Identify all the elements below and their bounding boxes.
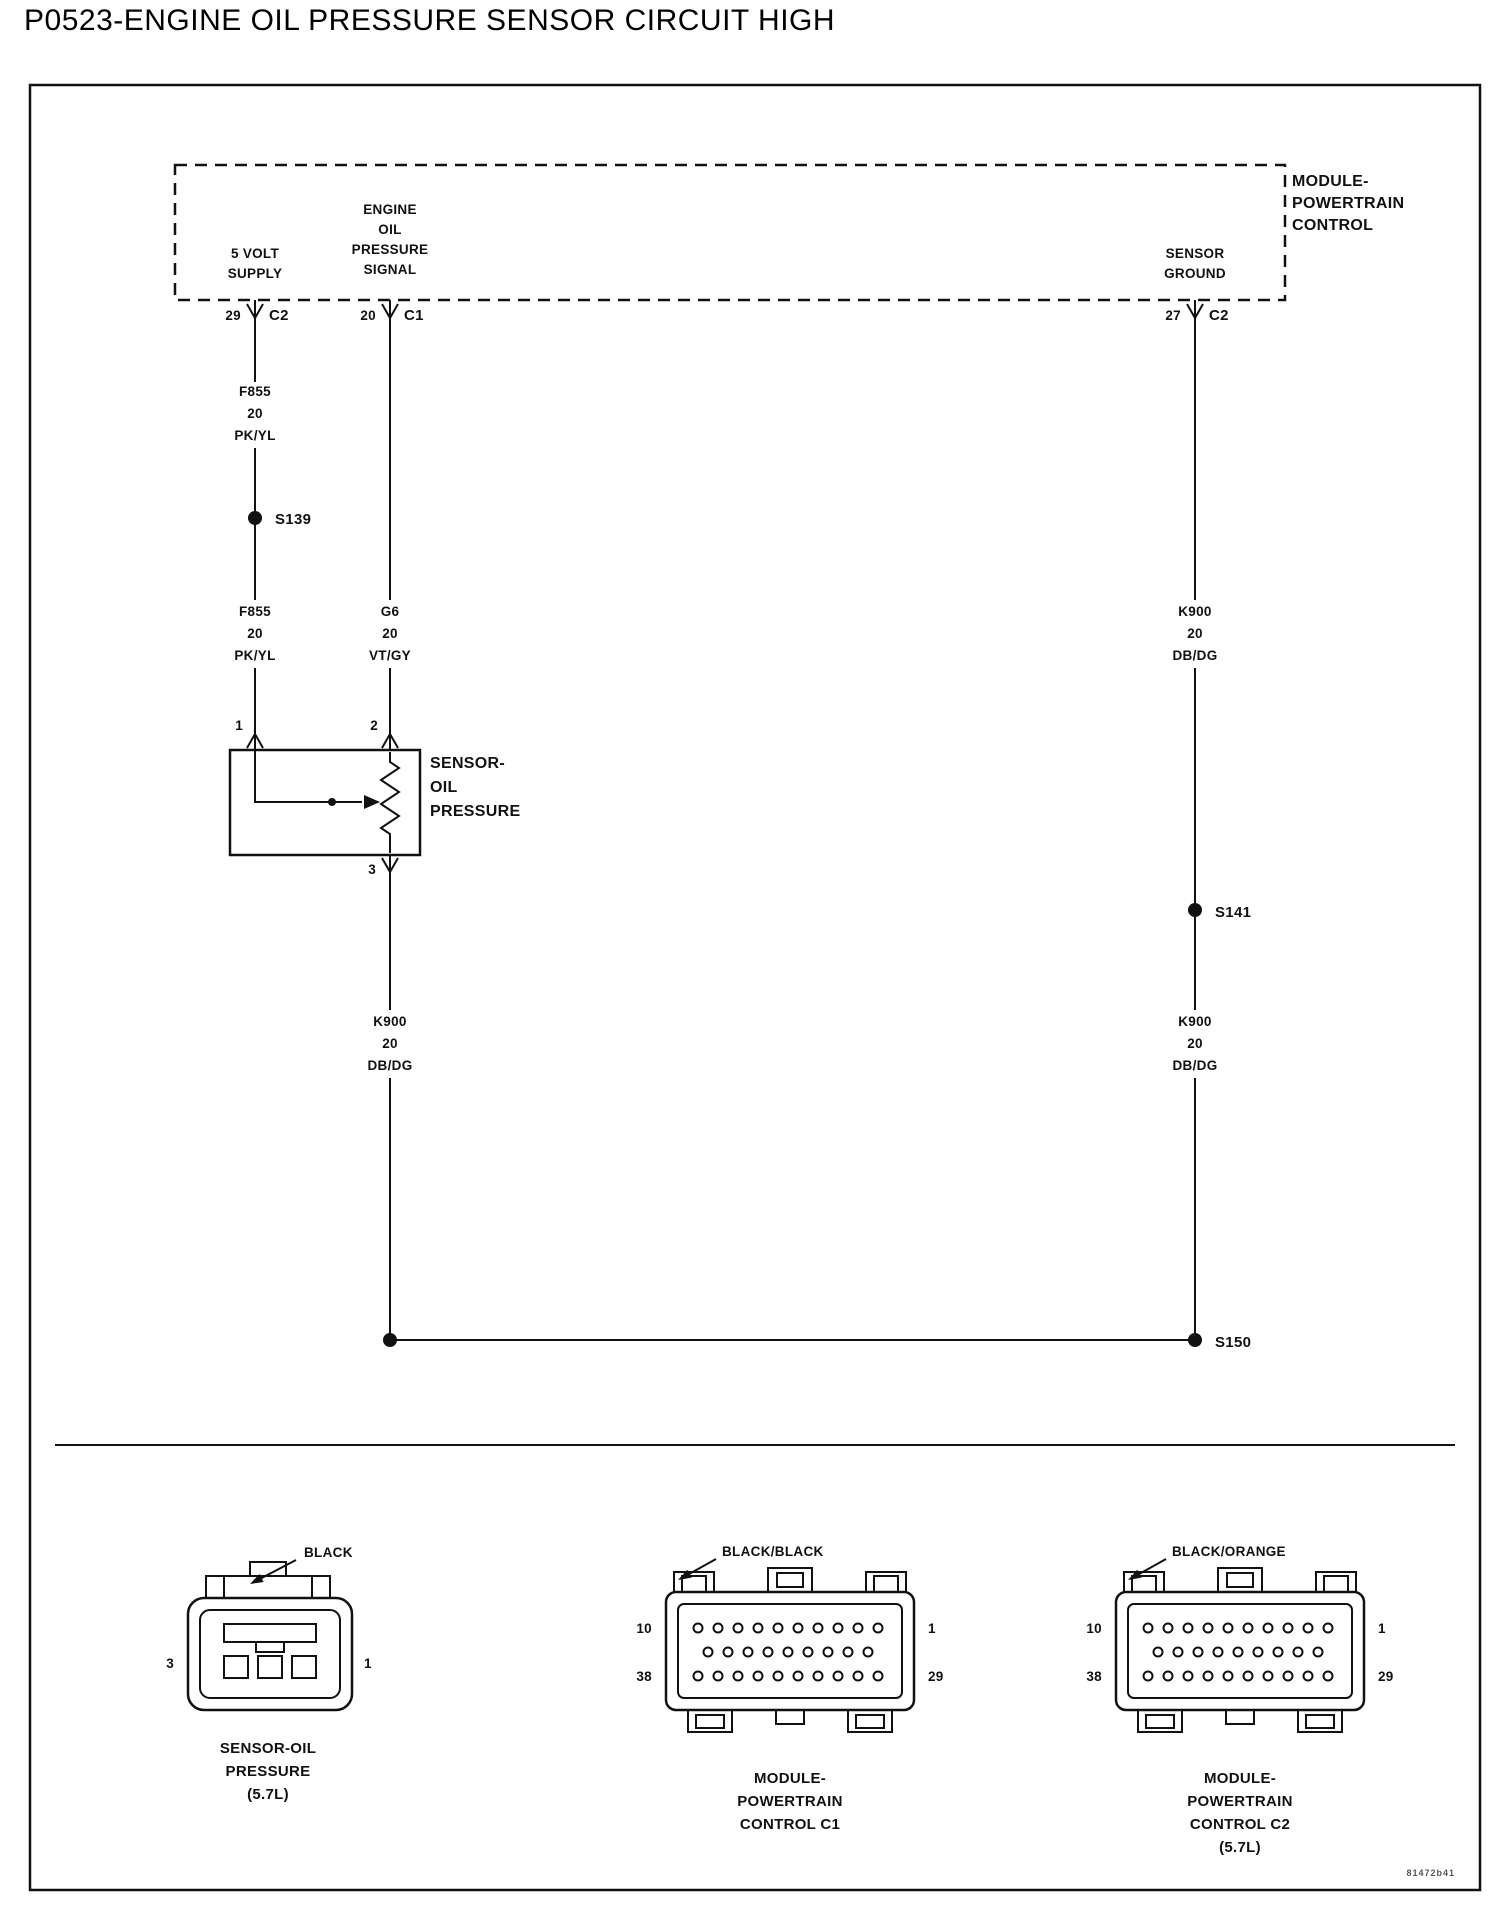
- wire-label: F855: [239, 604, 271, 619]
- wire-sensor-return: [381, 855, 1195, 1347]
- module-label-line: POWERTRAIN: [1292, 195, 1404, 212]
- leader-arrowhead: [250, 1574, 264, 1584]
- connector-caption-line: (5.7L): [1219, 1839, 1261, 1856]
- wiper-line: [254, 750, 362, 803]
- sensor-pin-number: 1: [235, 718, 243, 733]
- connector-pin-number: 29: [928, 1669, 944, 1684]
- wire-label: DB/DG: [1173, 648, 1218, 663]
- connector-wire-color: BLACK/ORANGE: [1172, 1544, 1286, 1559]
- wire-label: F855: [239, 384, 271, 399]
- ground-label-line: GROUND: [1164, 266, 1226, 281]
- connector-pin-number: 1: [928, 1621, 936, 1636]
- wire-label: K900: [1178, 604, 1211, 619]
- wiper-dot: [328, 798, 336, 806]
- sensor-pin-number: 2: [370, 718, 378, 733]
- wire-label: K900: [1178, 1014, 1211, 1029]
- connector-pin-number: 29: [1378, 1669, 1394, 1684]
- connector-caption-line: PRESSURE: [226, 1763, 311, 1780]
- module-label-line: MODULE-: [1292, 173, 1369, 190]
- connector-pin-number: 1: [364, 1656, 372, 1671]
- ground-label-line: SENSOR: [1166, 246, 1225, 261]
- oil-pressure-sensor-symbol: [228, 748, 422, 857]
- splice-dot-s141: [1188, 903, 1202, 917]
- wire-label: 20: [1187, 626, 1203, 641]
- wire-label: VT/GY: [369, 648, 411, 663]
- wire-label: 20: [382, 626, 398, 641]
- sensor-pin-number: 3: [368, 862, 376, 877]
- wire-label: 20: [382, 1036, 398, 1051]
- inline-connector-symbol: [381, 303, 399, 319]
- junction-dot: [383, 1333, 397, 1347]
- wire-label: PK/YL: [234, 428, 275, 443]
- connector-pin-number: 38: [636, 1669, 652, 1684]
- supply-label-line: SUPPLY: [228, 266, 283, 281]
- signal-label-line: SIGNAL: [364, 262, 417, 277]
- pcm-pin-function-labels: ENGINE OIL PRESSURE SIGNAL 5 VOLT SUPPLY…: [228, 202, 1226, 281]
- connector-pin-number: 1: [1378, 1621, 1386, 1636]
- connector-caption-line: MODULE-: [1204, 1770, 1276, 1787]
- splice-label-s139: S139: [275, 511, 311, 528]
- pin-number: 29: [225, 308, 241, 323]
- inline-connector-symbol: [246, 733, 264, 749]
- splice-label-s150: S150: [1215, 1334, 1251, 1351]
- wire-label: K900: [373, 1014, 406, 1029]
- sensor-connector-view: [186, 1559, 354, 1712]
- sensor-box: [228, 748, 422, 857]
- pcm-pin-terminals: 29 C2 20 C1 27 C2: [225, 303, 1229, 324]
- signal-label-line: PRESSURE: [352, 242, 429, 257]
- wire-label: DB/DG: [1173, 1058, 1218, 1073]
- connector-caption-line: MODULE-: [754, 1770, 826, 1787]
- diagram-border: [28, 83, 1482, 1892]
- wire-label: PK/YL: [234, 648, 275, 663]
- inline-connector-symbol: [1186, 303, 1204, 319]
- pcm-module-boundary: [173, 163, 1287, 302]
- pcm-connector-c1-view: [664, 1558, 916, 1734]
- connector-pin-number: 10: [1086, 1621, 1102, 1636]
- connector-caption-line: POWERTRAIN: [737, 1793, 843, 1810]
- signal-label-line: ENGINE: [363, 202, 417, 217]
- connector-caption-line: SENSOR-OIL: [220, 1740, 316, 1757]
- connector-pin-number: 10: [636, 1621, 652, 1636]
- wire-label: DB/DG: [368, 1058, 413, 1073]
- wire-sensor-ground: [1188, 300, 1202, 1347]
- figure-reference-code: 81472b41: [1406, 1868, 1455, 1878]
- connector-pin-number: 38: [1086, 1669, 1102, 1684]
- connector-caption-line: CONTROL C1: [740, 1816, 840, 1833]
- connector-caption-line: POWERTRAIN: [1187, 1793, 1293, 1810]
- leader-arrowhead: [678, 1569, 692, 1580]
- connector-wire-color: BLACK: [304, 1545, 353, 1560]
- connector-id: C2: [269, 307, 289, 324]
- leader-arrowhead: [1128, 1569, 1142, 1580]
- connector-caption-line: (5.7L): [247, 1786, 289, 1803]
- resistor-symbol: [379, 752, 401, 853]
- pin-number: 27: [1165, 308, 1181, 323]
- splice-dot-s139: [248, 511, 262, 525]
- inline-connector-symbol: [246, 303, 264, 319]
- pcm-module-label: MODULE- POWERTRAIN CONTROL: [1292, 173, 1404, 234]
- page-title: P0523-ENGINE OIL PRESSURE SENSOR CIRCUIT…: [24, 4, 836, 37]
- inline-connector-symbol: [381, 733, 399, 749]
- signal-label-line: OIL: [378, 222, 401, 237]
- wire-label: 20: [1187, 1036, 1203, 1051]
- inline-connector-symbol: [381, 857, 399, 873]
- connector-pin-number: 3: [166, 1656, 174, 1671]
- sensor-name-line: SENSOR-: [430, 755, 505, 772]
- splice-label-s141: S141: [1215, 904, 1251, 921]
- connector-id: C1: [404, 307, 424, 324]
- connector-wire-color: BLACK/BLACK: [722, 1544, 824, 1559]
- wire-label: 20: [247, 406, 263, 421]
- wire-5v-supply: [246, 300, 264, 750]
- wire-signal: [381, 300, 399, 750]
- wire-label: G6: [381, 604, 400, 619]
- sensor-name-line: OIL: [430, 779, 458, 796]
- connector-caption-line: CONTROL C2: [1190, 1816, 1290, 1833]
- module-label-line: CONTROL: [1292, 217, 1373, 234]
- wire-label: 20: [247, 626, 263, 641]
- sensor-name-line: PRESSURE: [430, 803, 520, 820]
- connector-id: C2: [1209, 307, 1229, 324]
- pin-number: 20: [360, 308, 376, 323]
- pcm-connector-c2-view: [1114, 1558, 1366, 1734]
- wiper-arrowhead: [364, 795, 380, 809]
- supply-label-line: 5 VOLT: [231, 246, 280, 261]
